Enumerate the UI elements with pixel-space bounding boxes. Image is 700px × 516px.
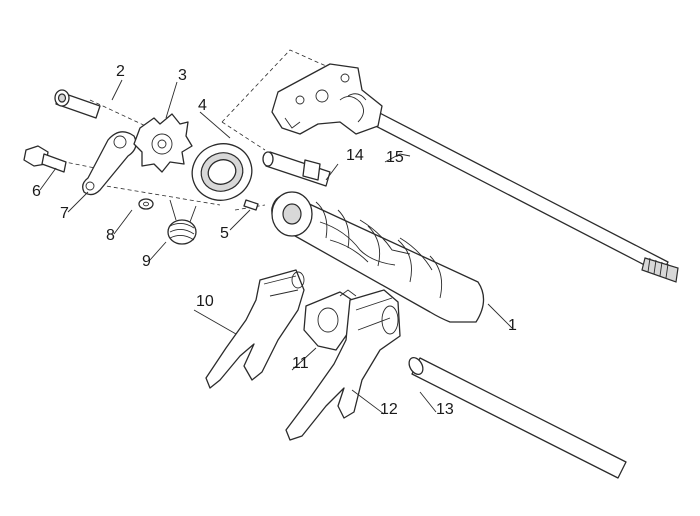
spring-part-9 [167, 199, 197, 245]
callout-3: 3 [178, 67, 187, 84]
callout-8: 8 [106, 227, 115, 244]
callout-9: 9 [142, 253, 151, 270]
callout-11: 11 [292, 355, 309, 372]
bolt-part-6 [23, 145, 67, 173]
pin-part-14 [262, 151, 331, 187]
sleeve-part-2 [54, 89, 101, 119]
shift-fork-part-10 [205, 269, 305, 389]
shift-fork-part-12 [285, 289, 401, 441]
callout-2: 2 [116, 63, 125, 80]
shift-drum-part-1 [271, 191, 485, 323]
callout-7: 7 [60, 205, 69, 222]
callout-4: 4 [198, 97, 207, 114]
guide-rod-part-13 [408, 356, 627, 479]
callout-13: 13 [436, 401, 454, 418]
callout-5: 5 [220, 225, 229, 242]
leader-lines [39, 79, 513, 415]
callout-15: 15 [386, 149, 404, 166]
callout-labels: 2 3 4 14 15 6 7 8 5 9 10 11 12 13 1 [32, 63, 517, 418]
pin-part-5 [243, 199, 259, 211]
callout-6: 6 [32, 183, 41, 200]
callout-14: 14 [346, 147, 364, 164]
shift-shaft-part-15 [271, 63, 679, 283]
shift-fork-part-11 [303, 289, 357, 351]
lever-arm-part-7 [82, 131, 137, 196]
star-cam-part-3 [133, 113, 193, 173]
bearing-part-4 [191, 143, 253, 201]
callout-10: 10 [196, 293, 214, 310]
washer-part-8 [138, 198, 154, 210]
callout-12: 12 [380, 401, 398, 418]
callout-1: 1 [508, 317, 517, 334]
